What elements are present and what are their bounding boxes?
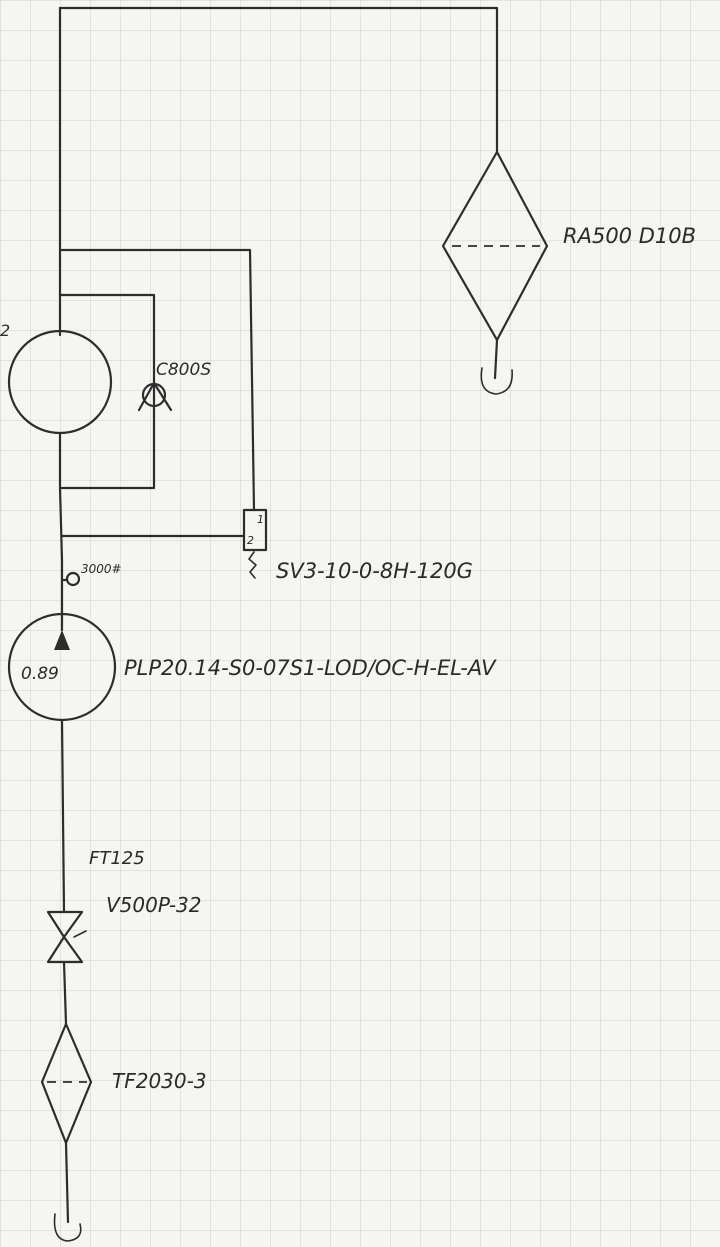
ball-valve-symbol xyxy=(46,910,87,964)
tank-line xyxy=(64,1141,70,1224)
check-valve-label: C800S xyxy=(156,360,211,380)
motor-side-mark: 2 xyxy=(0,321,10,340)
pump-label: PLP20.14-S0-07S1-LOD/OC-H-EL-AV xyxy=(124,656,497,680)
suction-filter-label: TF2030-3 xyxy=(112,1069,207,1093)
solenoid-valve-label: SV3-10-0-8H-120G xyxy=(276,559,473,583)
suction-line xyxy=(60,718,66,914)
solenoid-position-1: 1 xyxy=(257,513,264,526)
pump-value: 0.89 xyxy=(21,664,59,684)
check-valve-symbol xyxy=(137,381,173,412)
gauge-rating-label: 3000# xyxy=(81,562,122,576)
pump-arrow-icon xyxy=(54,630,70,650)
solenoid-valve-symbol xyxy=(242,508,268,579)
fitting-label: FT125 xyxy=(89,848,145,869)
return-filter-label: RA500 D10B xyxy=(563,224,696,248)
check-valve-loop xyxy=(58,293,156,490)
pressure-line xyxy=(58,431,64,632)
ball-valve-label: V500P-32 xyxy=(106,893,202,917)
filter-line xyxy=(62,960,68,1026)
solenoid-position-2: 2 xyxy=(247,534,254,547)
tank-symbol xyxy=(53,1213,82,1242)
solenoid-bypass-line xyxy=(58,248,256,512)
gauge-tap-symbol xyxy=(60,571,81,587)
motor-circle xyxy=(7,329,113,435)
top-return-line xyxy=(58,6,499,154)
return-filter-symbol xyxy=(441,150,549,395)
suction-filter-symbol xyxy=(40,1022,93,1145)
